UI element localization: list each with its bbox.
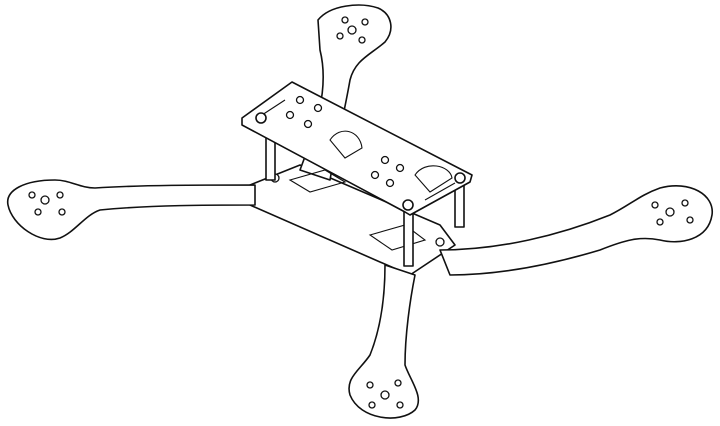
top-hole xyxy=(313,103,323,113)
top-hole xyxy=(370,170,380,180)
top-hole xyxy=(285,110,295,120)
top-hole xyxy=(295,95,305,105)
mount-hole xyxy=(28,191,36,199)
mount-hole xyxy=(368,401,376,409)
screw-head xyxy=(255,112,267,124)
mount-hole xyxy=(56,191,64,199)
arm-right xyxy=(439,185,713,276)
plate-slot xyxy=(424,182,456,201)
top-plate-holes xyxy=(285,95,405,188)
battery-cutout xyxy=(414,165,453,193)
mount-hole xyxy=(34,208,42,216)
arm-bottom xyxy=(348,264,420,419)
battery-slot xyxy=(288,169,347,193)
top-hole xyxy=(385,178,395,188)
top-hole xyxy=(380,155,390,165)
mount-hole xyxy=(358,36,366,44)
top-hole xyxy=(395,163,405,173)
mount-hole xyxy=(394,379,402,387)
mount-hole xyxy=(366,381,374,389)
screw-head xyxy=(402,199,414,211)
plate-slot xyxy=(261,99,286,116)
mount-hole xyxy=(58,208,66,216)
mount-hole xyxy=(341,16,349,24)
mount-hole xyxy=(336,32,344,40)
top-plate-edge xyxy=(241,124,471,216)
mount-hole xyxy=(396,401,404,409)
mount-hole xyxy=(681,199,689,207)
top-hole xyxy=(303,119,313,129)
motor-hole xyxy=(347,25,357,35)
motor-hole xyxy=(380,390,390,400)
mount-hole xyxy=(686,216,694,224)
bottom-hole xyxy=(435,237,445,247)
standoff xyxy=(403,207,414,267)
battery-slot xyxy=(368,224,427,251)
mount-hole xyxy=(361,18,369,26)
screw-head xyxy=(454,172,466,184)
arm-left xyxy=(7,179,256,241)
motor-hole xyxy=(665,207,675,217)
motor-hole xyxy=(40,195,50,205)
mount-hole xyxy=(656,218,664,226)
mount-hole xyxy=(651,201,659,209)
camera-cutout xyxy=(329,130,363,159)
